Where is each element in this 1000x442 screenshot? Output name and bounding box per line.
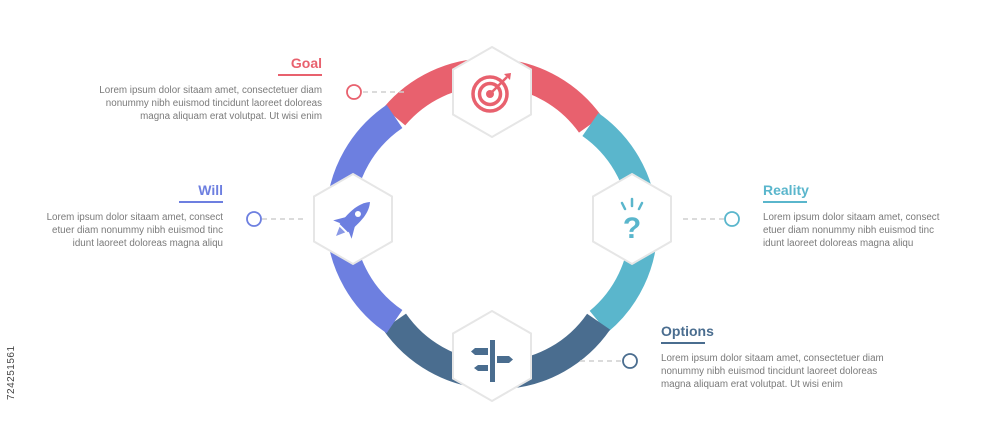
hexagon-reality bbox=[592, 172, 672, 266]
options-connector bbox=[580, 353, 638, 369]
will-title: Will bbox=[198, 182, 223, 198]
will-block: Will Lorem ipsum dolor sitaam amet, cons… bbox=[30, 182, 223, 250]
svg-text:?: ? bbox=[623, 212, 641, 245]
connectors bbox=[246, 84, 740, 369]
reality-description: Lorem ipsum dolor sitaam amet, consect e… bbox=[763, 212, 940, 249]
reality-underline bbox=[763, 201, 807, 203]
stock-id: 724251561 bbox=[6, 345, 17, 400]
reality-connector bbox=[683, 211, 740, 227]
goal-underline bbox=[278, 74, 322, 76]
options-underline bbox=[661, 342, 705, 344]
target-icon bbox=[471, 73, 511, 113]
goal-block: Goal Lorem ipsum dolor sitaam amet, cons… bbox=[96, 55, 322, 123]
rocket-icon bbox=[333, 202, 370, 239]
goal-title: Goal bbox=[290, 55, 322, 71]
options-title: Options bbox=[661, 323, 714, 339]
will-underline bbox=[179, 201, 223, 203]
question-icon: ? bbox=[620, 197, 644, 245]
options-block: Options Lorem ipsum dolor sitaam amet, c… bbox=[661, 323, 901, 391]
reality-title: Reality bbox=[763, 182, 809, 198]
signpost-icon bbox=[471, 340, 513, 382]
goal-connector bbox=[346, 84, 406, 100]
options-description: Lorem ipsum dolor sitaam amet, consectet… bbox=[661, 353, 884, 390]
goal-description: Lorem ipsum dolor sitaam amet, consectet… bbox=[99, 85, 322, 122]
reality-block: Reality Lorem ipsum dolor sitaam amet, c… bbox=[763, 182, 963, 250]
will-description: Lorem ipsum dolor sitaam amet, consect e… bbox=[46, 212, 223, 249]
will-connector bbox=[246, 211, 306, 227]
